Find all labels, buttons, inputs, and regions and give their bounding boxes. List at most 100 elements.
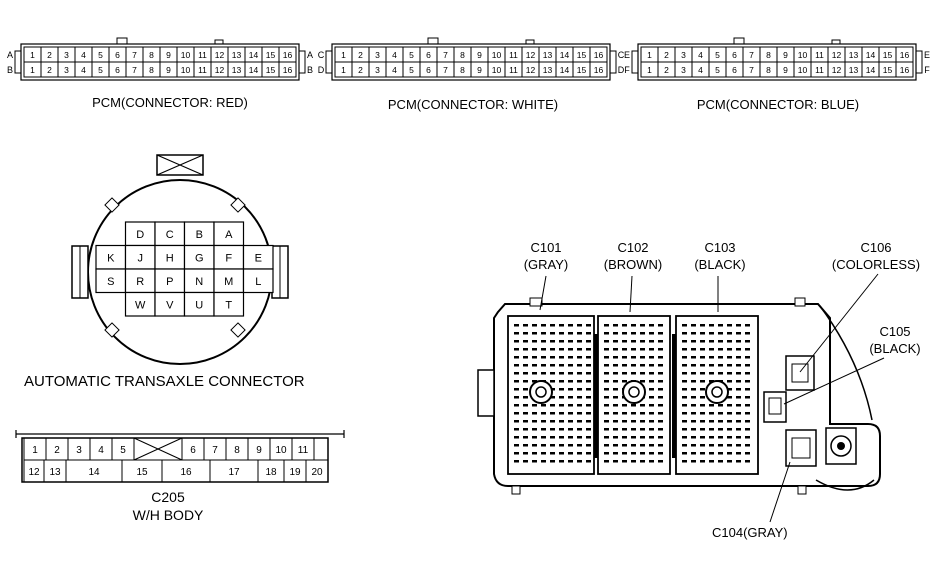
pin-dash [586,340,591,343]
pin-dash [604,340,609,343]
pin-dash [631,452,636,455]
pin-cell [589,61,608,78]
pin-dash [532,444,537,447]
pin-label: 6 [732,65,737,75]
pin-dash [718,340,723,343]
pin-dash [649,428,654,431]
pin-label: 6 [115,50,120,60]
pin-dash [727,444,732,447]
pin-dash [559,412,564,415]
pin-label: 10 [181,50,191,60]
pin-dash [559,396,564,399]
pin-dash [640,412,645,415]
pin-dash [718,428,723,431]
pin-dash [640,380,645,383]
pin-dash [622,452,627,455]
pin-dash [550,412,555,415]
pin-dash [631,444,636,447]
pin-dash [604,332,609,335]
pin-dash [682,412,687,415]
pin-label: 5 [98,65,103,75]
pin-dash [622,340,627,343]
pin-dash [682,380,687,383]
pin-dash [577,324,582,327]
pin-dash [709,364,714,367]
pin-dash [523,444,528,447]
pin-label: 5 [715,65,720,75]
pin-dash [514,388,519,391]
pin-dash [700,396,705,399]
pin-dash [700,404,705,407]
pin-dash [736,372,741,375]
pin-dash [622,428,627,431]
pin-label: 16 [900,50,910,60]
pin-label: 9 [166,65,171,75]
pin-dash [691,364,696,367]
pin-dash [658,380,663,383]
pin-label: 10 [181,65,191,75]
pin-dash [604,396,609,399]
c103-color: (BLACK) [694,257,746,272]
pin-dash [622,324,627,327]
pin-dash [523,396,528,399]
pin-dash [577,452,582,455]
pin-label: 5 [98,50,103,60]
pin-label: 14 [249,50,259,60]
pin-dash [568,340,573,343]
pin-dash [736,420,741,423]
pin-dash [700,388,705,391]
pin-dash [745,396,750,399]
pin-label: 14 [560,65,570,75]
pin-dash [709,380,714,383]
pin-label: 11 [509,65,518,75]
pin-dash [523,436,528,439]
pin-dash [523,380,528,383]
pin-label: 9 [783,50,788,60]
pin-dash [649,420,654,423]
pcm-white-caption: PCM(CONNECTOR: WHITE) [387,97,559,112]
pin-dash [649,452,654,455]
terminal-stud-center [837,442,845,450]
pin-dash [640,420,645,423]
terminal-label: K [107,253,115,265]
pin-label: 4 [698,65,703,75]
pin-dash [700,348,705,351]
terminal-label: H [166,253,174,265]
pin-dash [559,372,564,375]
pin-dash [736,412,741,415]
pin-dash [682,348,687,351]
pin-dash [514,420,519,423]
row-letter: D [318,65,325,75]
pin-dash [604,404,609,407]
pin-label: 14 [88,467,100,478]
pin-dash [559,460,564,463]
pin-label: 16 [900,65,910,75]
pin-label: 12 [832,65,842,75]
pin-dash [718,420,723,423]
pin-dash [559,332,564,335]
pin-dash [541,332,546,335]
pin-dash [541,420,546,423]
fuse-box-drawing [477,273,885,523]
pin-dash [658,324,663,327]
pin-label: 15 [266,65,276,75]
pin-label: 1 [341,65,346,75]
pin-dash [709,460,714,463]
pin-dash [700,428,705,431]
pin-label: 7 [132,50,137,60]
pin-dash [514,364,519,367]
latch-notch [427,37,439,44]
pin-label: 5 [120,445,126,456]
pin-label: 10 [492,65,502,75]
pin-dash [691,388,696,391]
pin-dash [649,396,654,399]
pin-dash [640,364,645,367]
pin-dash [745,460,750,463]
pin-label: 11 [198,65,207,75]
pin-dash [736,436,741,439]
pin-dash [736,356,741,359]
pin-dash [550,364,555,367]
pin-dash [559,340,564,343]
pin-dash [541,452,546,455]
